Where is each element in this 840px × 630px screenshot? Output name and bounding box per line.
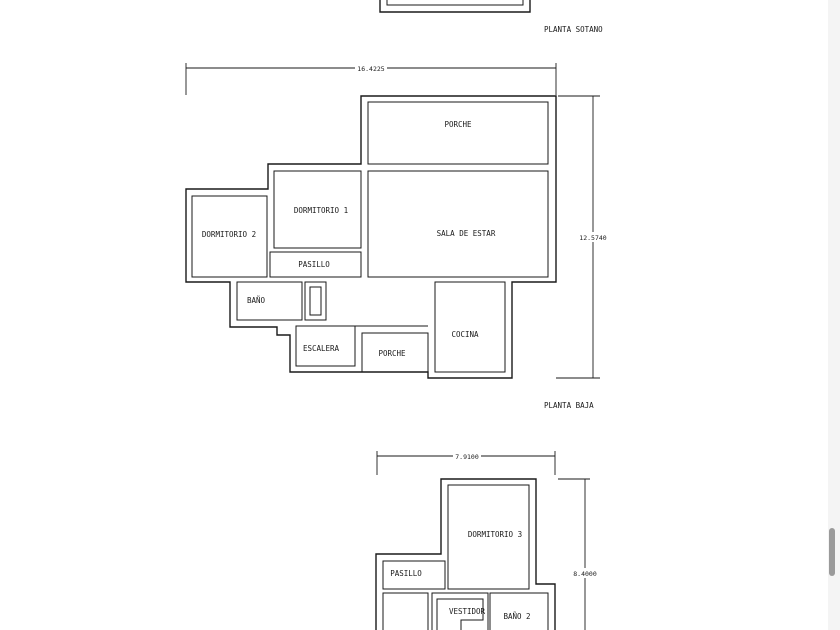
planta-alta: 7.9100 8.4000 DORMITORIO 3 PASILLO VESTI…: [375, 451, 599, 630]
room-bano-2-label: BAÑO 2: [503, 612, 530, 621]
room-alta-left: [382, 592, 429, 630]
room-pasillo-label: PASILLO: [298, 260, 330, 269]
baja-title: PLANTA BAJA: [544, 401, 594, 410]
room-bano-2: [489, 592, 549, 630]
baja-width-dimension: 16.4225: [185, 63, 557, 95]
room-porche-bottom: [361, 332, 429, 373]
planta-baja: 16.4225 12.5740 PORCHE SALA DE ESTAR DOR…: [185, 63, 608, 410]
room-pasillo-alta-label: PASILLO: [390, 569, 422, 578]
scrollbar-thumb[interactable]: [829, 528, 835, 576]
room-vestidor-inner: [436, 598, 484, 630]
sotano-inner-wall: [386, 0, 524, 6]
sotano-title: PLANTA SOTANO: [544, 25, 603, 34]
alta-width-dimension: 7.9100: [376, 451, 556, 475]
room-bano: [236, 281, 303, 321]
room-pasillo-alta: [382, 560, 446, 590]
room-vestidor-label: VESTIDOR: [449, 607, 486, 616]
room-dormitorio-1-label: DORMITORIO 1: [294, 206, 348, 215]
room-porche-bottom-label: PORCHE: [378, 349, 406, 358]
room-dormitorio-3: [447, 484, 530, 590]
alta-height-label: 8.4000: [573, 570, 597, 578]
room-dormitorio-1: [273, 170, 362, 249]
baja-height-label: 12.5740: [579, 234, 606, 242]
sotano-outer-wall: [379, 0, 531, 13]
alta-height-dimension: 8.4000: [558, 478, 599, 630]
room-cocina-label: COCINA: [451, 330, 479, 339]
scrollbar-track[interactable]: [828, 0, 840, 630]
room-porche-top-label: PORCHE: [444, 120, 472, 129]
room-sala-label: SALA DE ESTAR: [437, 229, 496, 238]
room-porche-top: [367, 101, 549, 165]
room-escalera-label: ESCALERA: [303, 344, 340, 353]
room-dormitorio-3-label: DORMITORIO 3: [468, 530, 522, 539]
room-dormitorio-2: [191, 195, 268, 278]
alta-outer-wall: [375, 478, 556, 630]
room-sala-de-estar: [367, 170, 549, 278]
room-dormitorio-2-label: DORMITORIO 2: [202, 230, 256, 239]
baja-outer-wall: [185, 95, 557, 379]
baja-width-label: 16.4225: [357, 65, 384, 73]
planta-sotano: PLANTA SOTANO: [379, 0, 603, 34]
room-duct: [304, 281, 327, 321]
room-escalera: [295, 325, 356, 367]
room-cocina: [434, 281, 506, 373]
room-bano-label: BAÑO: [247, 296, 266, 305]
room-vestidor: [431, 592, 489, 630]
room-duct-inner: [309, 286, 322, 316]
alta-width-label: 7.9100: [455, 453, 479, 461]
baja-height-dimension: 12.5740: [556, 95, 608, 379]
room-pasillo: [269, 251, 362, 278]
